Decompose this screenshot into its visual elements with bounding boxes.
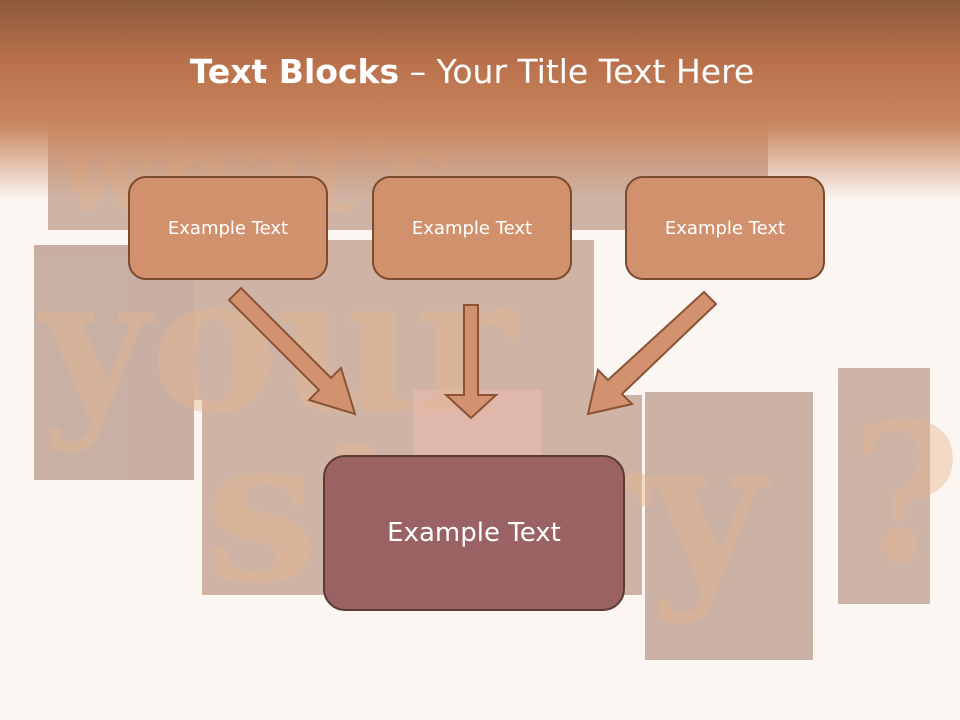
slide-title: Text Blocks – Your Title Text Here (0, 52, 944, 91)
title-dash: – (399, 52, 437, 91)
text-block-1-label: Example Text (167, 217, 289, 239)
text-block-3-label: Example Text (664, 217, 786, 239)
title-rest: Your Title Text Here (436, 52, 755, 91)
arrow-right (586, 290, 718, 416)
main-text-block-label: Example Text (387, 518, 561, 548)
bg-word-question: ? (850, 382, 960, 605)
title-bold: Text Blocks (189, 52, 400, 91)
main-text-block[interactable]: Example Text (323, 455, 625, 611)
text-block-1[interactable]: Example Text (128, 176, 328, 280)
text-block-2[interactable]: Example Text (372, 176, 572, 280)
text-block-3[interactable]: Example Text (625, 176, 825, 280)
arrow-center (443, 304, 499, 420)
text-block-2-label: Example Text (411, 217, 533, 239)
arrow-left (227, 286, 357, 416)
title-bar (0, 0, 960, 200)
